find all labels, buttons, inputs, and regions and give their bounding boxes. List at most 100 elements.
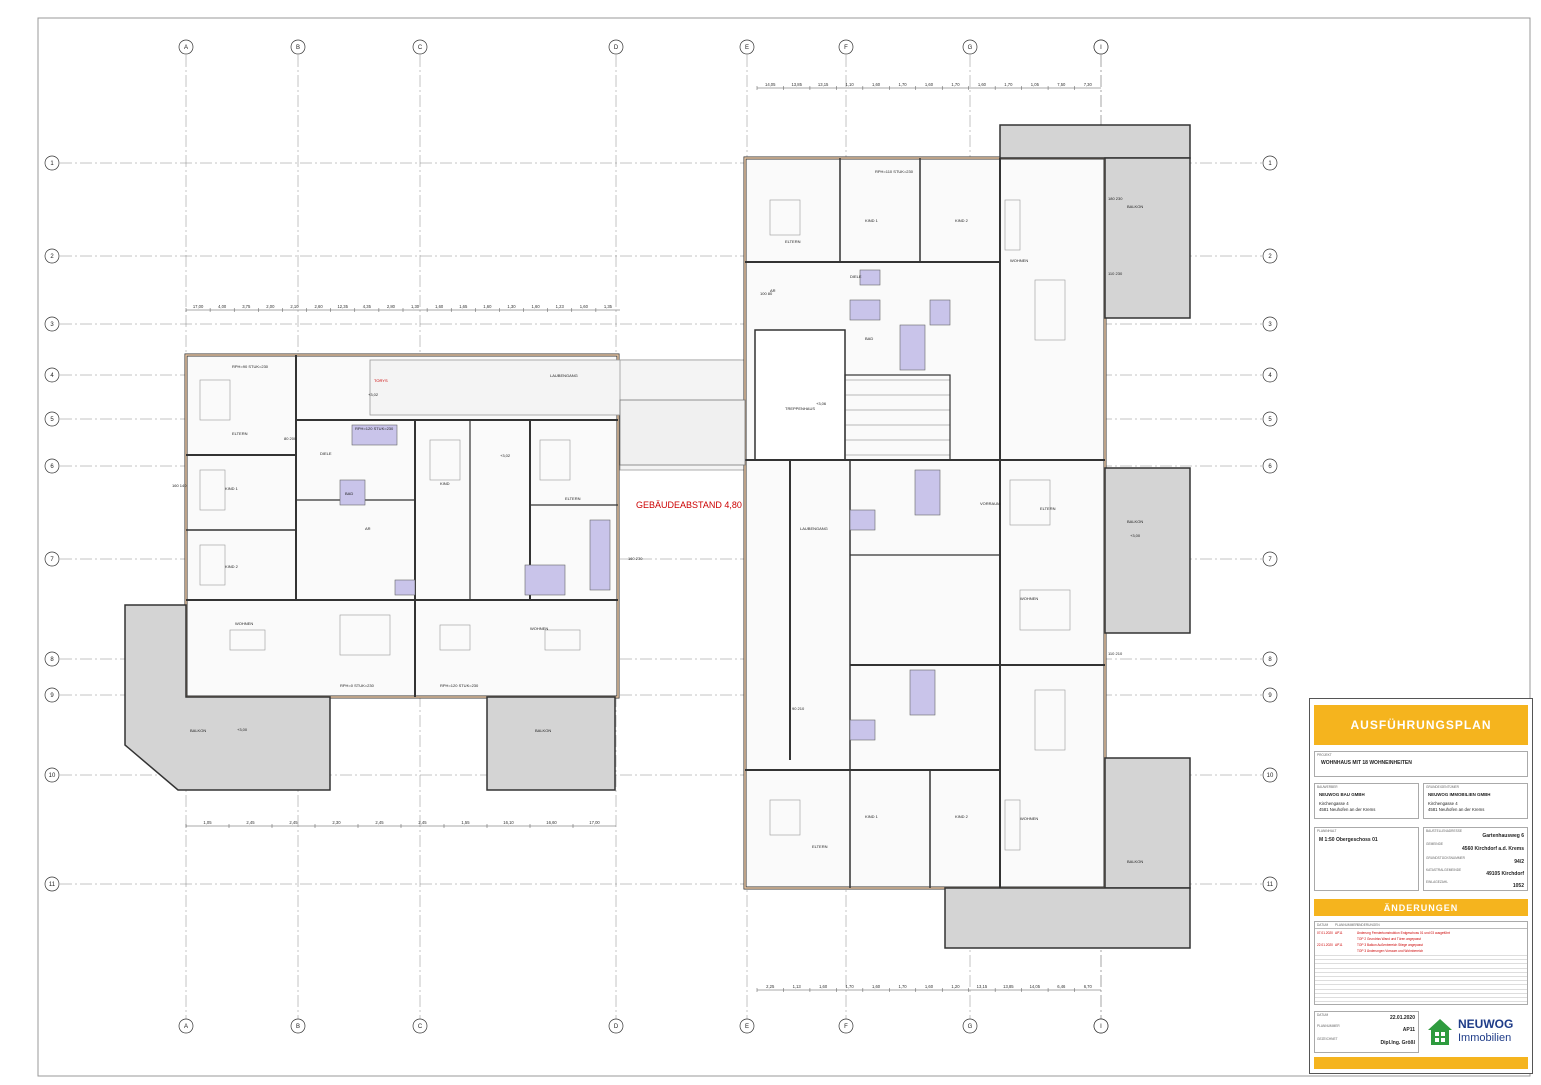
sheet-border <box>37 17 1531 1077</box>
dim-value: 2,60 <box>315 304 324 309</box>
dim-value: 2,30 <box>332 820 341 825</box>
dim-value: 6,70 <box>1084 984 1093 989</box>
level-mark-b: +3,02 <box>500 453 511 458</box>
grid-bubble-label: 1 <box>1268 161 1272 167</box>
dim-value: 1,23 <box>556 304 565 309</box>
grid-bubble-label: D <box>614 1024 619 1030</box>
dim-value: 1,70 <box>898 82 907 87</box>
room-label-kind1-left: KIND 1 <box>225 486 239 491</box>
dim-value: 1,60 <box>483 304 492 309</box>
grid-bubble-8 <box>1262 651 1278 667</box>
grid-bubble-label: 8 <box>1268 657 1272 663</box>
builder-label: BAUWERBER <box>1317 785 1338 789</box>
grid-bubble-label: B <box>296 1024 300 1030</box>
cadastral: 49105 Kirchdorf <box>1486 871 1524 877</box>
grid-bubble-label: 11 <box>1267 882 1274 888</box>
title-block-header: AUSFÜHRUNGSPLAN <box>1314 705 1528 745</box>
grid-bubble-label: C <box>418 1024 423 1030</box>
room-label-kind2-right-bottom: KIND 2 <box>955 814 969 819</box>
grid-bubble-11 <box>44 876 60 892</box>
project-name: WOHNHAUS MIT 18 WOHNEINHEITEN <box>1321 760 1412 766</box>
grid-bubble-G <box>962 39 978 55</box>
room-label-kind2-left: KIND 2 <box>225 564 239 569</box>
title-block-footer-bar <box>1314 1057 1528 1069</box>
dim-value: 2,45 <box>246 820 255 825</box>
grid-bubble-1 <box>44 155 60 171</box>
dim-value: 1,70 <box>898 984 907 989</box>
project-box: PROJEKT WOHNHAUS MIT 18 WOHNEINHEITEN <box>1314 751 1528 777</box>
dim-value: 13,15 <box>818 82 829 87</box>
grid-bubble-9 <box>44 687 60 703</box>
grid-bubbles: AABBCCDDEEFFGGHHII1122334455667788991010… <box>44 39 1278 1034</box>
dim-value: 7,30 <box>1084 82 1093 87</box>
room-labels: ELTERN KIND 1 KIND 2 WOHNEN DIELE BAD AR… <box>172 169 1143 864</box>
room-height-b: RPH=110 STUK=230 <box>875 169 914 174</box>
plan-content-box: PLANINHALT M 1:50 Obergeschoss 01 <box>1314 827 1419 891</box>
dim-value: 14,05 <box>1030 984 1041 989</box>
changes-row-line <box>1315 997 1527 998</box>
grid-bubble-label: C <box>418 45 423 51</box>
grid-bubble-label: 4 <box>50 373 54 379</box>
plan-number: AP11 <box>1402 1027 1415 1033</box>
owner-box: GRUNDEIGENTÜMER NEUWOG IMMOBILIEN GMBH K… <box>1423 783 1528 819</box>
room-label-eltern-mid: ELTERN <box>565 496 581 501</box>
dim-value: 14,05 <box>765 82 776 87</box>
change-row-3-text: TOP 3 Balkon Außenbereich Stiege angepas… <box>1357 943 1423 947</box>
grid-bubble-label: B <box>296 45 300 51</box>
door-label: TORYS <box>374 378 388 383</box>
dim-value: 4,35 <box>363 304 372 309</box>
room-label-kind1-right-bottom: KIND 1 <box>865 814 879 819</box>
dim-value: 1,35 <box>604 304 613 309</box>
dim-value: 16,10 <box>503 820 514 825</box>
dim-value: 2,45 <box>375 820 384 825</box>
grid-bubble-label: A <box>184 45 188 51</box>
dim-value: 2,10 <box>290 304 299 309</box>
owner-label: GRUNDEIGENTÜMER <box>1426 785 1459 789</box>
room-label-laubengang: LAUBENGANG <box>550 373 578 378</box>
dim-value: 1,60 <box>872 82 881 87</box>
owner-city: 4581 Neuhofen an der Krems <box>1428 807 1485 812</box>
grid-bubble-5 <box>44 411 60 427</box>
room-label-kind1-right-top: KIND 1 <box>865 218 879 223</box>
grid-bubble-label: 6 <box>50 464 54 470</box>
grid-bubble-5 <box>1262 411 1278 427</box>
grid-bubble-label: I <box>1100 45 1102 51</box>
dim-value: 13,15 <box>977 984 988 989</box>
grid-bubble-B <box>290 1018 306 1034</box>
owner-name: NEUWOG IMMOBILIEN GMBH <box>1428 792 1491 797</box>
grid-bubble-label: 6 <box>1268 464 1272 470</box>
grid-bubble-label: 7 <box>50 557 54 563</box>
builder-name: NEUWOG BAU GMBH <box>1319 792 1365 797</box>
grid-bubble-E <box>739 1018 755 1034</box>
changes-col-changes: ÄNDERUNGEN <box>1357 923 1380 927</box>
grid-bubble-label: E <box>745 1024 749 1030</box>
changes-row-line <box>1315 984 1527 986</box>
parcel: 94/2 <box>1514 859 1524 865</box>
dim-value: 1,13 <box>793 984 802 989</box>
grid-bubble-6 <box>1262 458 1278 474</box>
grid-bubble-label: F <box>844 45 848 51</box>
room-label-vorraum: VORRAUM <box>980 501 1000 506</box>
room-label-kind2-right-top: KIND 2 <box>955 218 969 223</box>
dim-value: 2,25 <box>766 984 775 989</box>
room-label-kind-mid: KIND <box>440 481 450 486</box>
room-label-wohnen-right-mid: WOHNEN <box>1020 596 1038 601</box>
grid-bubble-G <box>962 1018 978 1034</box>
room-label-wohnen-right-top: WOHNEN <box>1010 258 1028 263</box>
dim-value: 1,70 <box>846 984 855 989</box>
dim-value: 1,60 <box>532 304 541 309</box>
owner-street: Kirchengasse 4 <box>1428 801 1458 806</box>
room-label-balkon-left: BALKON <box>190 728 206 733</box>
grid-bubble-label: 5 <box>50 417 54 423</box>
dim-value: 1,65 <box>459 304 468 309</box>
builder-city: 4581 Neuhofen an der Krems <box>1319 807 1376 812</box>
grid-bubble-label: I <box>1100 1024 1102 1030</box>
grid-bubble-label: 9 <box>1268 693 1272 699</box>
window-size-d: 110 230 <box>1108 271 1123 276</box>
grid-bubble-label: 4 <box>1268 373 1272 379</box>
grid-bubble-label: A <box>184 1024 188 1030</box>
grid-bubble-F <box>838 1018 854 1034</box>
grid-bubble-4 <box>44 367 60 383</box>
